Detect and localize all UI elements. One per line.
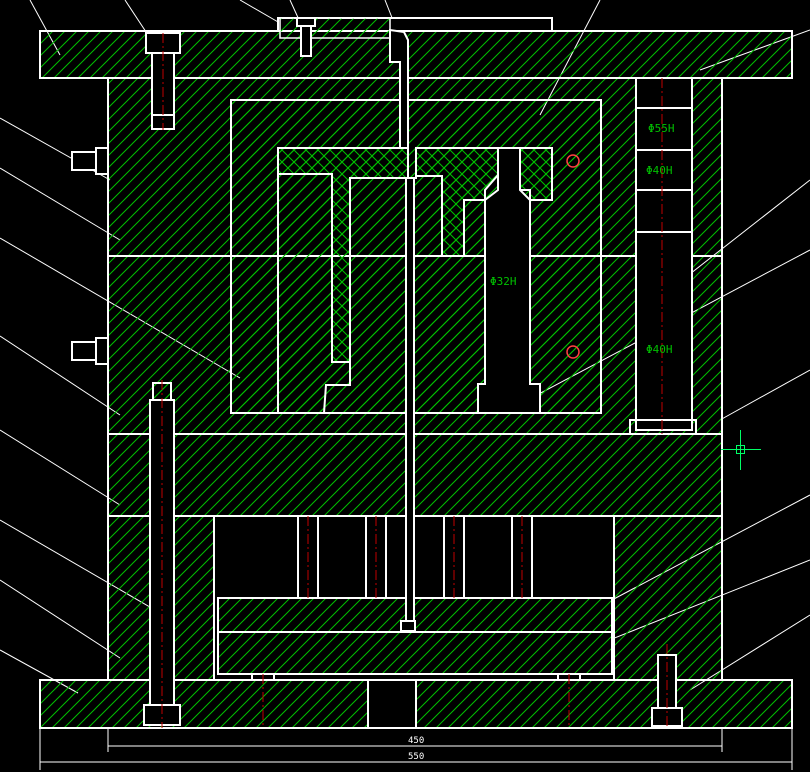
guide-bushing	[635, 77, 693, 431]
ejector-hole	[367, 679, 417, 729]
label-ejector-core-dia: Φ32H	[490, 275, 517, 288]
center-rod	[405, 177, 415, 624]
sprue-screw	[296, 17, 316, 27]
core-left	[277, 173, 351, 414]
label-guide-top-dia: Φ55H	[648, 122, 675, 135]
label-guide-bottom-dia: Φ40H	[646, 343, 673, 356]
sprue-bushing	[389, 28, 409, 149]
spacer-block-right	[613, 515, 723, 681]
dim-inner-width: 450	[408, 736, 424, 746]
cooling-nozzle-upper	[71, 147, 109, 175]
label-guide-mid-dia: Φ40H	[646, 164, 673, 177]
ejector-plate	[217, 631, 613, 675]
cooling-nozzle-lower	[71, 337, 109, 365]
ejector-core	[477, 147, 541, 414]
dimension-lines	[39, 728, 793, 770]
ejector-pin-centerlines	[307, 516, 523, 598]
molded-part	[277, 147, 553, 363]
cooling-channel-marks	[566, 154, 580, 359]
dim-overall-width: 550	[408, 752, 424, 762]
crosshair-cursor-icon	[721, 430, 761, 470]
